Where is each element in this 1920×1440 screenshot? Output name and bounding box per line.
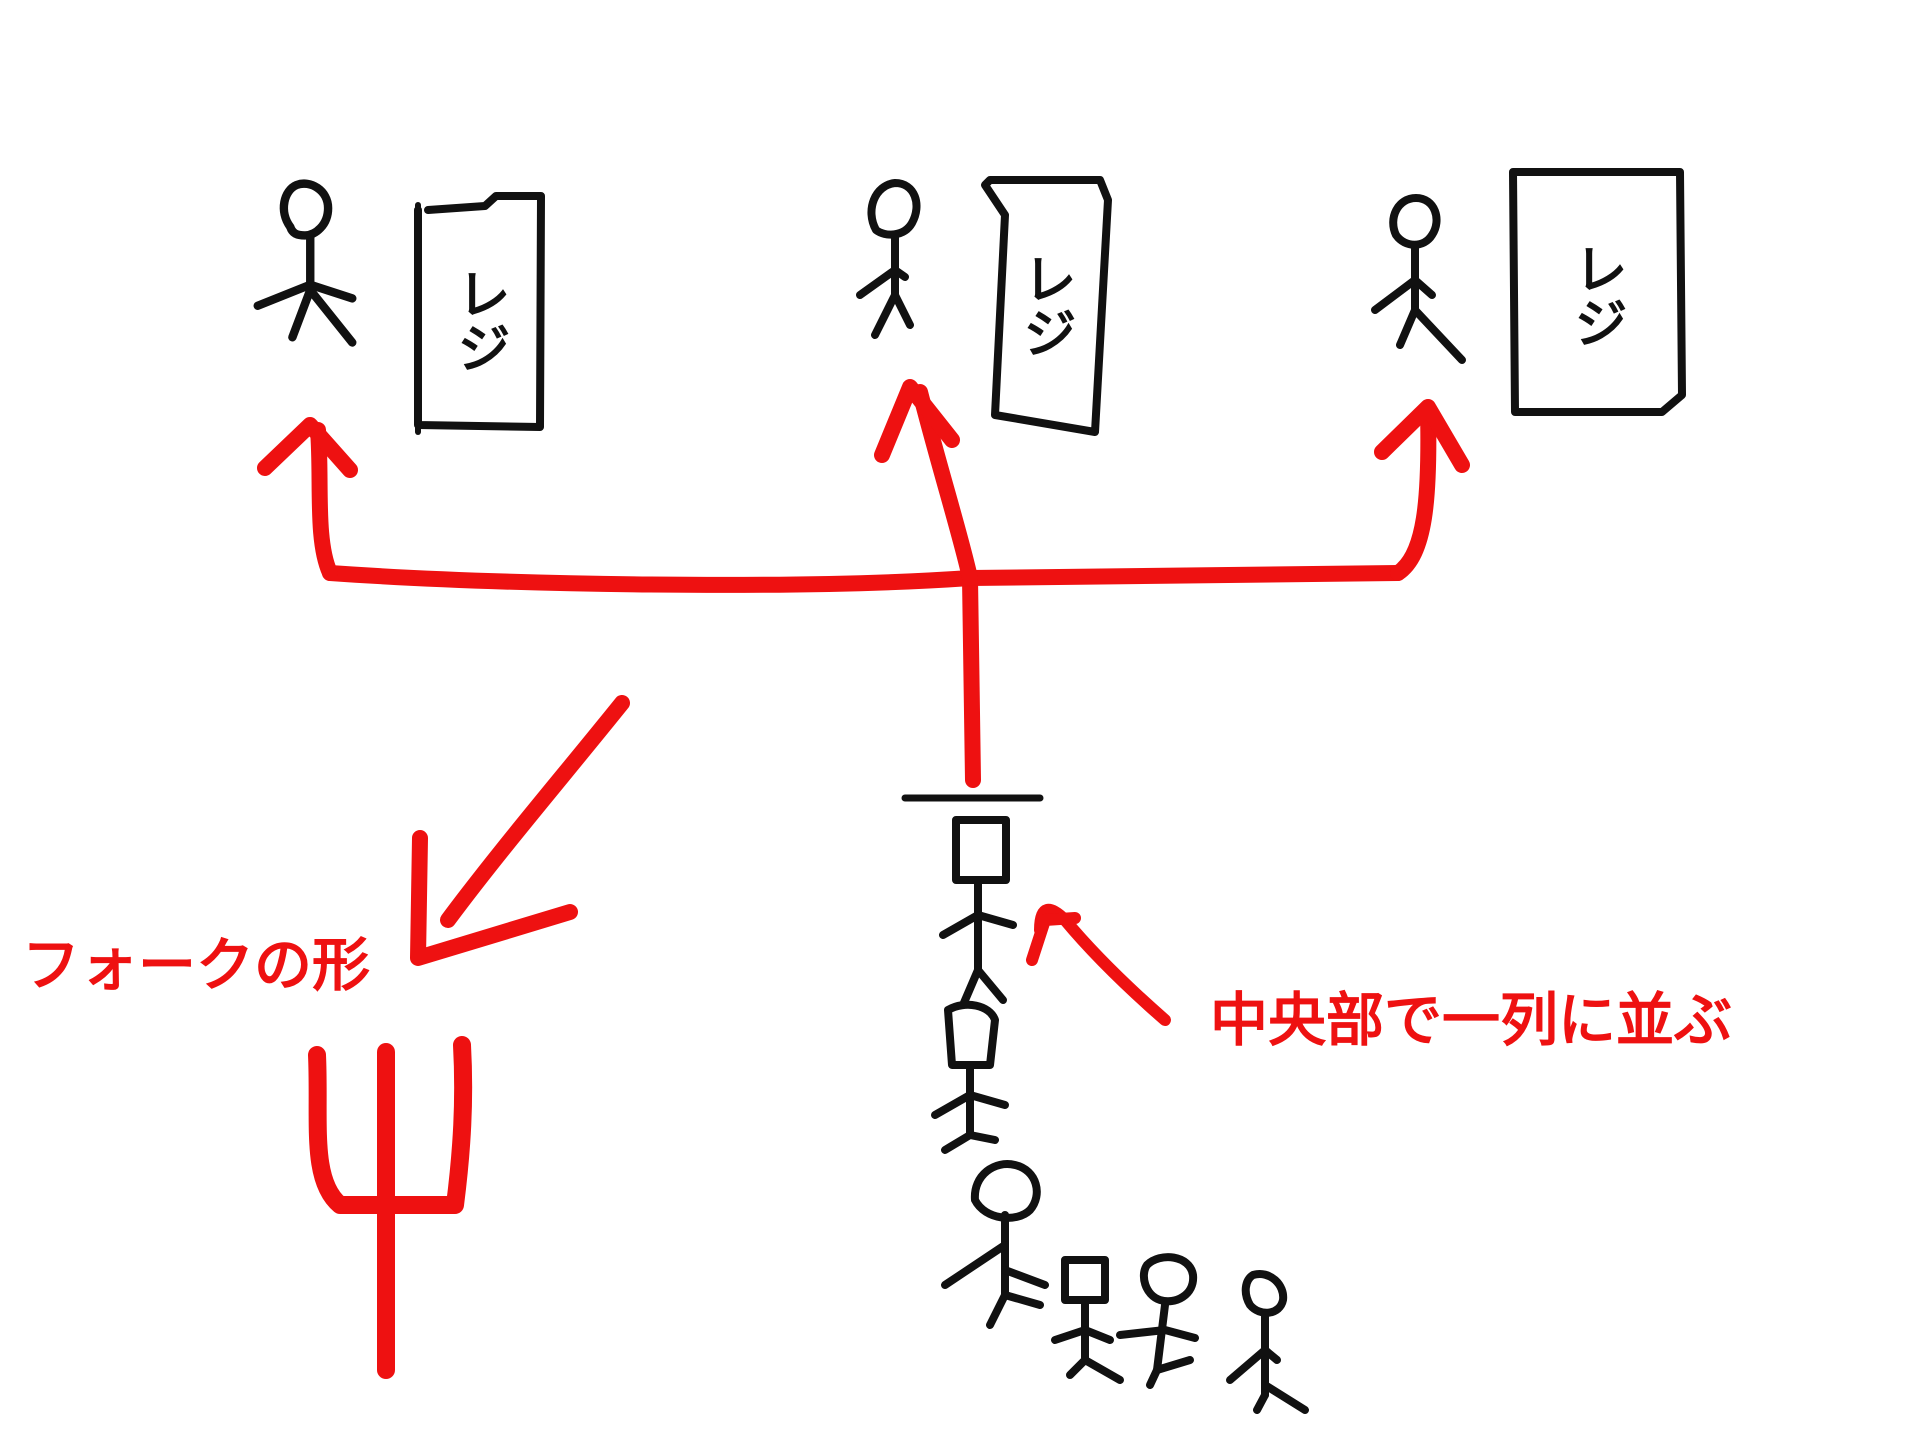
- queue-person-1: [939, 816, 1017, 1009]
- queue-person-4: [1051, 1256, 1124, 1384]
- cashier-3: [1371, 194, 1466, 364]
- register-2: レジ: [981, 176, 1112, 436]
- queue-person-5: [1116, 1253, 1199, 1389]
- register-2-label: レジ: [1014, 251, 1077, 359]
- fork-shape-label: フォークの形: [22, 931, 370, 999]
- register-3: レジ: [1509, 168, 1686, 416]
- cashier-2: [856, 179, 921, 339]
- queue-person-2: [931, 1000, 1009, 1154]
- register-1: レジ: [414, 192, 545, 435]
- cashier-1: [253, 179, 357, 347]
- queue-person-6: [1226, 1270, 1309, 1414]
- register-1-label: レジ: [448, 266, 511, 374]
- fork-icon: [308, 1036, 473, 1379]
- fork-shape-arrow: [410, 695, 630, 966]
- queue-person-3: [941, 1160, 1049, 1329]
- single-line-arrow: [1026, 903, 1171, 1026]
- single-line-label: 中央部で一列に並ぶ: [1210, 986, 1732, 1054]
- register-3-label: レジ: [1565, 241, 1628, 349]
- distribution-arrows: [257, 379, 1470, 788]
